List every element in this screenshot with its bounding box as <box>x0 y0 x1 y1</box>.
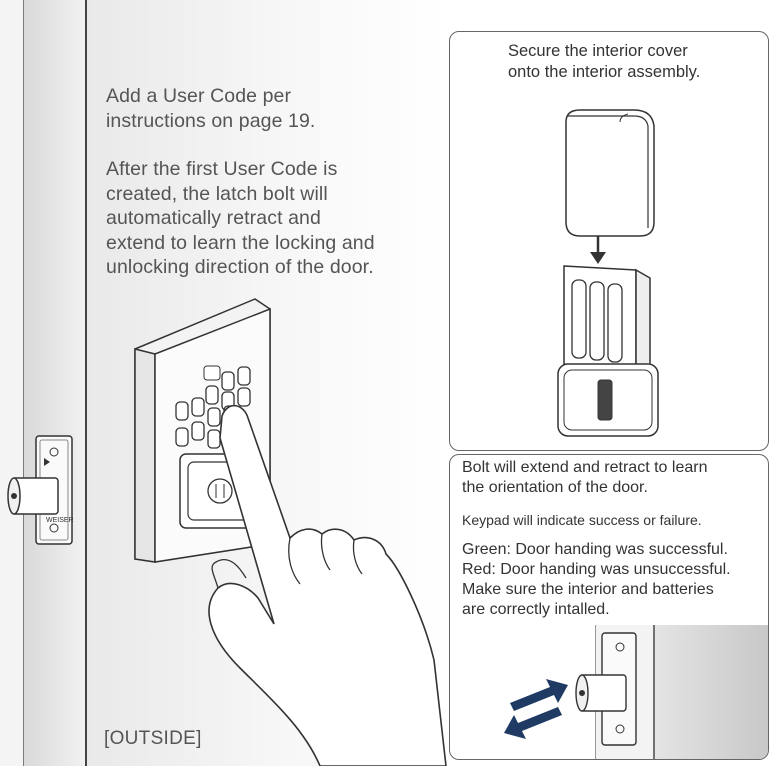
status-line: Red: Door handing was unsuccessful. <box>462 561 731 578</box>
instruction-paragraph-1: Add a User Code per instructions on page… <box>106 84 315 133</box>
bolt-line: the orientation of the door. <box>462 479 648 496</box>
status-line: Make sure the interior and batteries <box>462 581 714 598</box>
svg-text:WEISER: WEISER <box>46 517 74 524</box>
instruction-line: instructions on page 19. <box>106 109 316 132</box>
instruction-line: After the first User Code is <box>106 158 338 180</box>
status-line: Green: Door handing was successful. <box>462 541 728 558</box>
caption-line: Secure the interior cover <box>508 42 688 60</box>
interior-cover-panel: Secure the interior cover onto the inter… <box>449 31 769 451</box>
outside-label: [OUTSIDE] <box>104 728 202 749</box>
instruction-line: unlocking direction of the door. <box>106 256 374 278</box>
keypad-indicator-text: Keypad will indicate success or failure. <box>462 512 702 528</box>
hand-pointer-icon <box>208 404 447 766</box>
door-latch-icon: WEISER <box>7 435 74 545</box>
panel-caption: Secure the interior cover onto the inter… <box>508 41 700 83</box>
direction-arrows-icon <box>504 679 568 739</box>
instruction-line: Add a User Code per <box>106 85 292 107</box>
status-text: Green: Door handing was successful. Red:… <box>462 540 731 620</box>
status-line: are correctly intalled. <box>462 601 610 618</box>
interior-assembly-icon <box>557 236 659 437</box>
bolt-direction-illustration <box>504 625 768 759</box>
instruction-paragraph-2: After the first User Code is created, th… <box>106 157 375 280</box>
bolt-text: Bolt will extend and retract to learn th… <box>462 458 707 498</box>
instruction-line: extend to learn the locking and <box>106 231 375 254</box>
door-handing-panel: Bolt will extend and retract to learn th… <box>449 454 769 760</box>
bolt-line: Bolt will extend and retract to learn <box>462 459 708 476</box>
instruction-line: automatically retract and <box>106 207 321 229</box>
instruction-line: created, the latch bolt will <box>106 182 328 205</box>
caption-line: onto the interior assembly. <box>508 63 701 81</box>
interior-cover-icon <box>565 109 655 237</box>
